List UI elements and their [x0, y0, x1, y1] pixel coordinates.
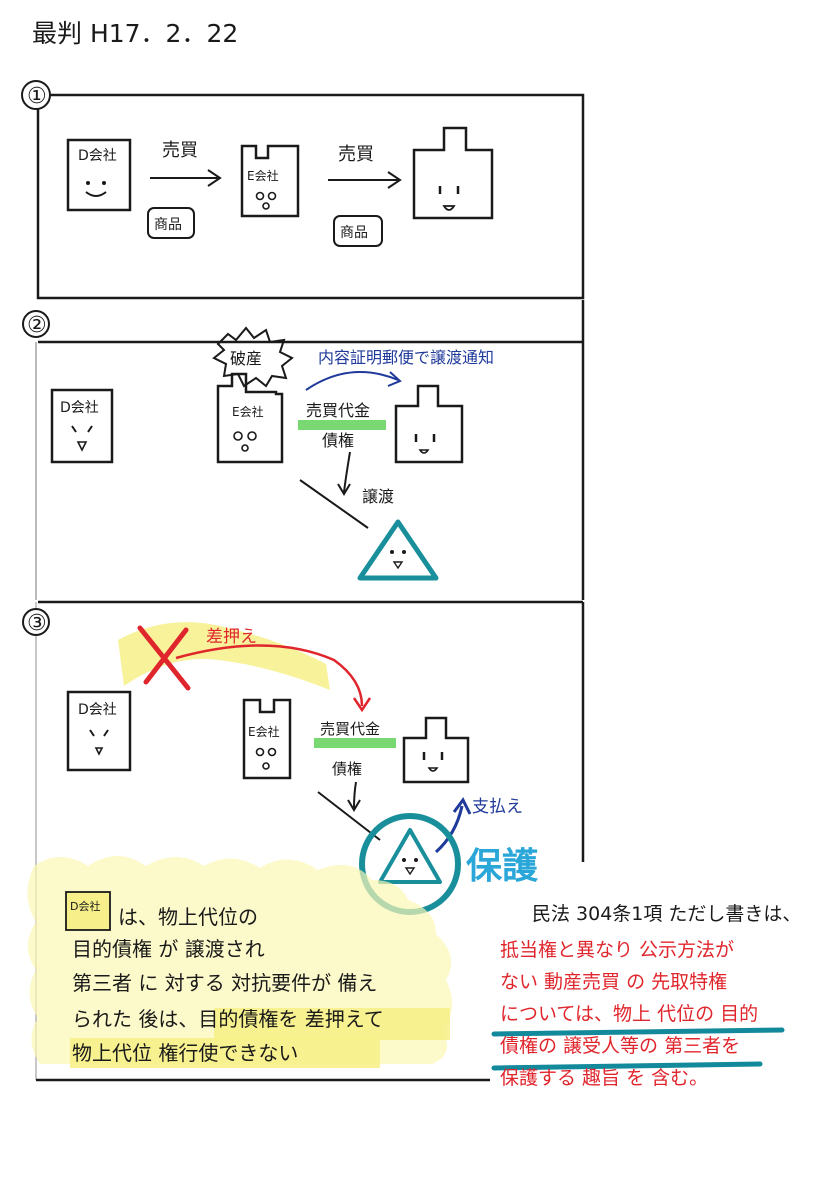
d-company-badge: [65, 891, 111, 931]
e-company-label: E会社: [232, 404, 264, 419]
seizure-cross-icon: [137, 625, 191, 691]
claim-highlight-3: [314, 738, 396, 748]
e-company-building-2: E会社: [216, 372, 284, 464]
protection-label: 保護: [466, 846, 539, 887]
note-left-line-5: 物上代位 権行使できない: [72, 1041, 298, 1065]
panel-1-number: ①: [27, 84, 47, 109]
transfer-label: 譲渡: [362, 487, 394, 506]
e-company-label: E会社: [247, 168, 279, 183]
e-company-label: E会社: [248, 724, 280, 739]
panel-3: ③ 差押え D会社 E会社 売買代金 債権: [22, 600, 585, 1080]
claim-label-line1: 売買代金: [320, 720, 380, 738]
d-company-box-1: D会社: [66, 138, 132, 212]
bankruptcy-burst: [212, 326, 294, 388]
seizure-label: 差押え: [206, 627, 257, 647]
payment-arrow: [434, 805, 464, 854]
third-party-building-3: [402, 716, 470, 784]
assignee-triangle-3: [378, 828, 442, 884]
note-right-line-5: 保護する 趣旨 を 含む。: [500, 1067, 708, 1089]
panel-1-frame: [36, 93, 585, 300]
e-company-building-3: E会社: [242, 698, 292, 780]
bankruptcy-label: 破産: [230, 349, 262, 368]
sale-label-2: 売買: [338, 144, 374, 165]
panel-2-number: ②: [27, 313, 47, 338]
note-right-line-1: 抵当権と異なり 公示方法が: [500, 939, 734, 961]
panel-3-number-circle: [22, 608, 50, 636]
transfer-notice-label: 内容証明郵便で譲渡通知: [318, 348, 494, 367]
note-bottom-highlight-2: [70, 1038, 380, 1068]
third-party-building-2: [394, 384, 464, 464]
note-right-line-3: については、物上 代位の 目的: [500, 1003, 758, 1025]
claim-label-line2: 債権: [322, 431, 354, 450]
note-left-line-2: 目的債権 が 譲渡され: [72, 937, 265, 961]
note-right-line-2: ない 動産売買 の 先取特権: [500, 971, 727, 993]
panel-3-number: ③: [27, 611, 47, 636]
third-party-building-1: [412, 126, 494, 220]
payment-label: 支払え: [472, 797, 523, 817]
d-company-badge-label: D会社: [70, 899, 100, 913]
seizure-highlight: [118, 622, 330, 690]
d-company-box-3: D会社: [66, 690, 132, 772]
note-right-line-4: 債権の 譲受人等の 第三者を: [500, 1035, 740, 1057]
e-company-building-1: E会社: [240, 144, 300, 218]
d-company-label: D会社: [60, 400, 99, 416]
note-bottom-highlight-1: [214, 1008, 450, 1040]
note-right-underline-2: [491, 1061, 763, 1071]
note-right-underline-1: [491, 1027, 785, 1037]
panel-1-number-circle: [21, 80, 51, 110]
notice-arrow: [305, 371, 399, 391]
claim-highlight-2: [298, 420, 386, 430]
transfer-line-3: [317, 791, 381, 841]
panel-1: ① D会社 売買 商品 E会社 売買 商品: [21, 80, 585, 300]
goods-box-2: [333, 215, 383, 247]
sale-label-1: 売買: [162, 140, 198, 161]
seizure-arrow: [175, 644, 364, 707]
note-left-line-1: は、物上代位の: [118, 905, 258, 929]
claim-label-line2: 債権: [332, 760, 362, 778]
d-company-label: D会社: [78, 702, 117, 718]
transfer-line: [299, 479, 369, 529]
assignee-triangle-2: [357, 519, 439, 581]
case-title: 最判 H17．2．22: [32, 19, 238, 48]
note-right-heading: 民法 304条1項 ただし書きは、: [532, 903, 801, 925]
d-company-box-2: D会社: [50, 388, 114, 464]
goods-label-1: 商品: [154, 217, 182, 233]
transfer-arrow-3: [353, 781, 357, 809]
d-company-label: D会社: [78, 148, 117, 164]
panel-2: ② 破産 内容証明郵便で譲渡通知 D会社 E会社 売買代金 債権: [22, 300, 585, 600]
claim-label-line1: 売買代金: [306, 401, 370, 420]
goods-label-2: 商品: [340, 225, 368, 241]
note-right: 民法 304条1項 ただし書きは、 抵当権と異なり 公示方法が ない 動産売買 …: [491, 903, 801, 1089]
note-left-line-4: られた 後は、目的債権を 差押えて: [72, 1007, 384, 1031]
panel-2-number-circle: [22, 310, 50, 338]
transfer-arrow: [343, 451, 351, 493]
goods-box-1: [147, 207, 195, 239]
note-left-line-3: 第三者 に 対する 対抗要件が 備え: [72, 971, 377, 995]
note-left: D会社 は、物上代位の 目的債権 が 譲渡され 第三者 に 対する 対抗要件が …: [65, 891, 384, 1065]
